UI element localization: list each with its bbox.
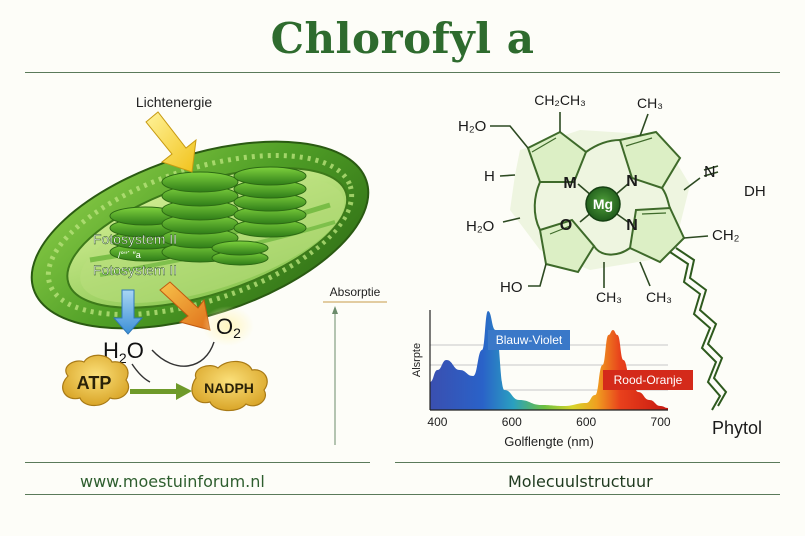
svg-text:NADPH: NADPH <box>204 380 254 396</box>
spectrum-x-label: Golflengte (nm) <box>504 434 594 449</box>
x-tick-label: 600 <box>576 415 596 429</box>
svg-text:ATP: ATP <box>77 373 112 393</box>
title-divider <box>25 72 780 73</box>
chloroplast-diagram: Lichtenergie Fotosystem II /°“´ ″a Fotos… <box>30 94 370 412</box>
imine-n-label: N <box>704 164 716 181</box>
ho-bottom-label: HO <box>500 279 523 296</box>
n-top-label: N <box>626 173 638 190</box>
blue-violet-label: Blauw-Violet <box>488 330 570 350</box>
svg-text:Rood-Oranje: Rood-Oranje <box>614 373 683 387</box>
cycle-arc <box>151 341 215 367</box>
granum-stack-small <box>211 240 269 266</box>
molecule-caption: Molecuulstructuur <box>508 472 653 491</box>
x-tick-label: 400 <box>427 415 447 429</box>
x-tick-label: 700 <box>651 415 671 429</box>
light-arrow <box>145 111 197 173</box>
mg-label: Mg <box>593 196 613 212</box>
m-label: M <box>563 175 576 192</box>
svg-text:Blauw-Violet: Blauw-Violet <box>496 333 563 347</box>
o-ring-label: O <box>560 217 572 234</box>
photosystem-label-mid: Fotosystem II <box>93 262 177 278</box>
light-energy-label: Lichtenergie <box>136 94 212 110</box>
water-arrow <box>112 289 144 335</box>
x-tick-label: 600 <box>502 415 522 429</box>
absorption-axis-label: Absorptie <box>330 285 381 299</box>
ch3-bottom-a-label: CH₃ <box>596 289 622 305</box>
ch2-right-label: CH₂ <box>712 227 740 244</box>
atp-badge: ATP <box>62 354 130 407</box>
bottom-rule <box>25 494 780 495</box>
left-footer-rule <box>25 462 370 463</box>
methyl-top-label: CH₃ <box>637 95 663 111</box>
absorption-axis: Absorptie <box>323 285 387 445</box>
red-orange-label: Rood-Oranje <box>603 370 693 390</box>
spectrum-y-label: Alsrpte <box>411 343 423 377</box>
h-left-label: H <box>484 168 495 185</box>
photosystem-label-top: Fotosystem II <box>93 231 177 247</box>
pyrrole-rings <box>526 130 686 274</box>
ethyl-label: CH₂CH₃ <box>534 92 586 108</box>
photosystem-scribble: /°“´ ″a <box>118 250 141 260</box>
granum-stack-right <box>233 166 307 238</box>
oxygen-label: O2 <box>216 314 241 341</box>
right-footer-rule <box>395 462 780 463</box>
chlorophyll-molecule: Mg M N O N CH₂CH₃ CH₃ H₂O H N DH H₂O CH₂… <box>458 92 766 438</box>
absorption-spectrum-chart: 400 600 600 700 Alsrpte Golflengte (nm) Bla… <box>411 310 693 449</box>
imine-h-label: DH <box>744 183 766 200</box>
atp-to-nadph-arrow <box>130 383 192 400</box>
mg-atom <box>585 186 621 222</box>
absorption-curve <box>430 311 668 410</box>
website-footer[interactable]: www.moestuinforum.nl <box>80 472 265 491</box>
hydroxymethyl-label: H₂O <box>458 118 486 135</box>
ch3-bottom-b-label: CH₃ <box>646 289 672 305</box>
h2o-left-label: H₂O <box>466 218 494 235</box>
phytol-label: Phytol <box>712 418 762 438</box>
phytol-tail <box>669 247 728 411</box>
page-title: Chlorofyl a <box>270 14 535 63</box>
nadph-badge: NADPH <box>191 360 268 412</box>
n-bottom-label: N <box>626 217 638 234</box>
